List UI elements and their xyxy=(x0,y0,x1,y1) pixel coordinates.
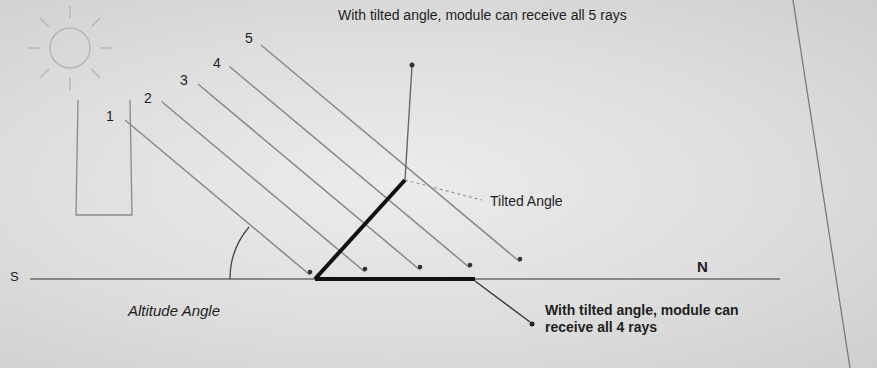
leader-line xyxy=(475,281,530,322)
ray-end-dot xyxy=(308,270,313,275)
altitude-arc xyxy=(230,227,249,279)
flat-module xyxy=(315,277,475,281)
ray-end-dot xyxy=(518,257,523,262)
sun-ray xyxy=(261,45,520,262)
leader-dot xyxy=(530,322,535,327)
tilt-guide xyxy=(405,180,482,200)
callout-number: 5 xyxy=(245,30,253,47)
angle-label: Tilted Angle xyxy=(490,193,563,210)
note-text: With tilted angle, module can receive al… xyxy=(545,302,765,336)
sketch-frame xyxy=(76,100,132,215)
note-text: With tilted angle, module can receive al… xyxy=(338,7,627,24)
sun-ray xyxy=(198,84,420,270)
ray-end-dot xyxy=(363,267,368,272)
angle-label: Altitude Angle xyxy=(128,302,220,320)
callout-number: 3 xyxy=(180,72,188,89)
sun-ray xyxy=(230,67,471,269)
normal-line xyxy=(405,66,412,180)
ray-end-dot xyxy=(468,263,473,268)
normal-dot xyxy=(410,63,415,68)
direction-label: N xyxy=(697,258,708,276)
ground-line xyxy=(30,278,780,279)
callout-number: 2 xyxy=(144,90,152,107)
ray-end-dot xyxy=(418,265,423,270)
sun-ray xyxy=(125,120,310,275)
direction-label: S xyxy=(10,269,19,285)
tilted-module xyxy=(315,180,405,279)
border-line xyxy=(793,0,850,368)
callout-number: 4 xyxy=(213,55,221,72)
sun-ray xyxy=(162,102,366,273)
sun-rays xyxy=(125,45,520,275)
callout-number: 1 xyxy=(106,108,114,125)
sun-sketch xyxy=(28,6,112,90)
